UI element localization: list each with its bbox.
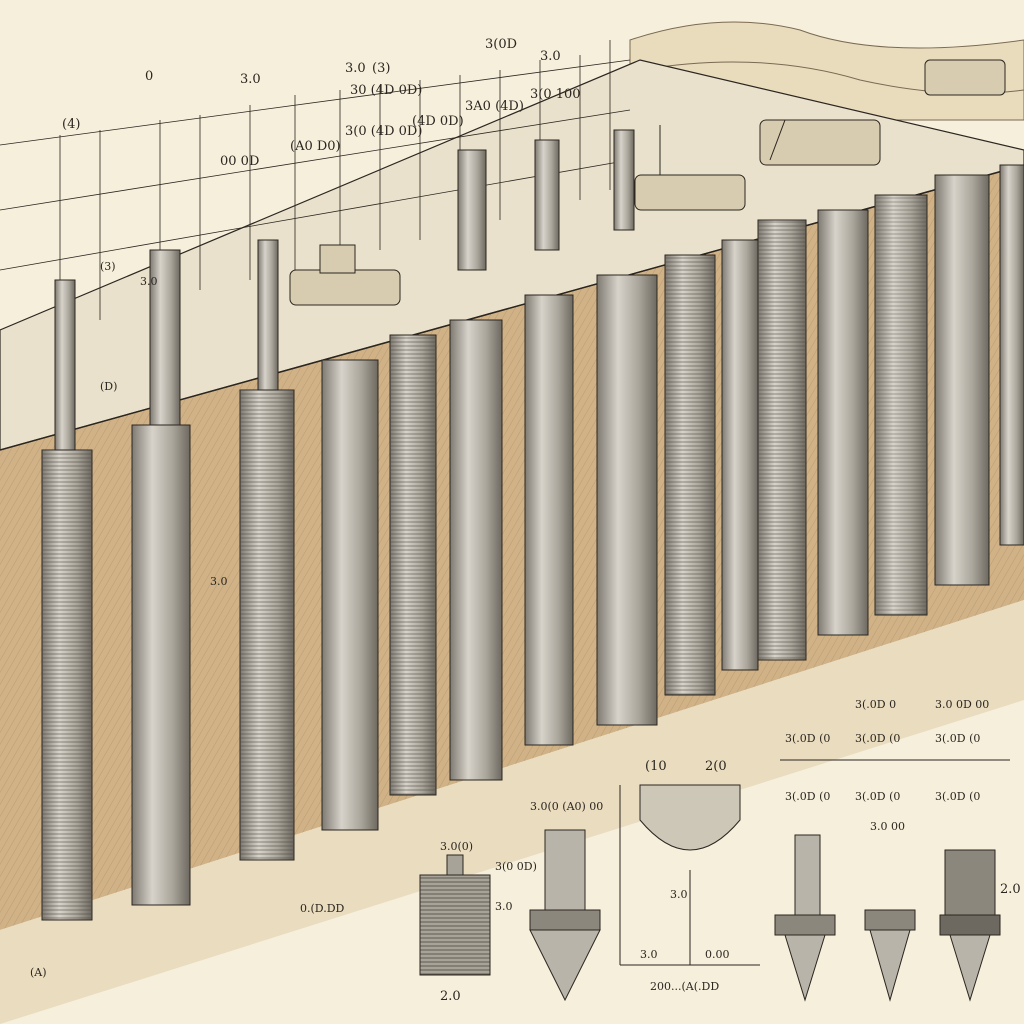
truck-1: [924, 59, 1006, 96]
label-detail-d-mid3: 3(.0D (0: [935, 790, 980, 803]
label-detail-b-top: 3.0(0 (A0) 00: [530, 800, 603, 813]
pile-10: [721, 239, 759, 671]
label-top-10: (A0 D0): [290, 139, 341, 154]
label-detail-b-mid-2: 3.0: [495, 900, 513, 913]
label-top-14: 3(0 100: [530, 87, 581, 102]
pile-3: [239, 239, 295, 861]
pile-14: [934, 174, 990, 586]
label-detail-d-mid1: 3(.0D (0: [785, 790, 830, 803]
label-detail-d-top2: 3(.0D (0: [855, 732, 900, 745]
detail-drawings: [419, 759, 1010, 1002]
pile-4: [321, 359, 379, 831]
label-detail-c-1: (10: [645, 759, 667, 774]
excavator-1: [289, 244, 401, 306]
pile-5: [389, 334, 437, 796]
pile-13: [874, 194, 928, 616]
label-top-12: (4D 0D): [412, 114, 464, 129]
detail-c: [619, 784, 760, 966]
label-detail-d-top1: 3(.0D (0: [785, 732, 830, 745]
label-detail-c-5: 0.00: [705, 948, 730, 961]
detail-d: [774, 759, 1010, 1002]
label-detail-d-r3: 3.0 00: [870, 820, 905, 833]
label-detail-c-6: 200...(A(.DD: [650, 980, 719, 993]
pile-1: [41, 279, 93, 921]
pile-15: [999, 164, 1024, 546]
pile-9: [664, 254, 716, 696]
excavator-2: [634, 125, 746, 211]
label-detail-b-mid-1: 3(0 0D): [495, 860, 537, 873]
construction-machines: [289, 59, 1006, 306]
label-top-13: 3.0: [540, 49, 561, 64]
label-ground-1: 0.(D.DD: [300, 902, 345, 915]
label-detail-d-mid2: 3(.0D (0: [855, 790, 900, 803]
label-top-9: 00 0D: [220, 154, 259, 169]
pile-8: [596, 129, 658, 726]
label-detail-a-top: 3.0(0): [440, 840, 473, 853]
label-detail-c-2: 2(0: [705, 759, 727, 774]
label-top-8: 3(0 (4D 0D): [345, 124, 422, 139]
crane-1: [759, 119, 881, 166]
label-left-1: 3.0: [210, 575, 228, 588]
dimension-grid: [0, 40, 631, 330]
label-detail-d-r1: 3(.0D 0: [855, 698, 896, 711]
label-detail-a-bottom: 2.0: [440, 989, 461, 1004]
label-ground-2: (A): [30, 966, 47, 979]
sketch-labels: (4) 0 3.0 3.0 (3) 30 (4D 0D) 3(0D 3(0 (4…: [30, 37, 1021, 1004]
pile-2: [131, 249, 191, 906]
label-detail-c-4: 3.0: [640, 948, 658, 961]
pile-11: [757, 219, 807, 661]
pile-12: [817, 209, 869, 636]
label-top-2: 0: [145, 69, 153, 84]
label-top-5: (3): [372, 61, 390, 76]
label-detail-c-3: 3.0: [670, 888, 688, 901]
label-slab-1: (D): [100, 380, 117, 393]
label-side-2: 3.0: [140, 275, 158, 288]
pile-7: [524, 139, 574, 746]
label-side-1: (3): [100, 260, 116, 273]
piles: [41, 129, 1024, 921]
label-top-11: 3A0 (4D): [465, 99, 524, 114]
label-detail-d-r2: 3.0 0D 00: [935, 698, 989, 711]
label-top-1: (4): [62, 117, 80, 132]
label-top-6: 30 (4D 0D): [350, 83, 422, 98]
label-top-7: 3(0D: [485, 37, 517, 52]
detail-a: [419, 854, 491, 976]
label-top-4: 3.0: [345, 61, 366, 76]
pile-6: [449, 149, 503, 781]
detail-b: [529, 829, 601, 1002]
label-detail-d-side: 2.0: [1000, 882, 1021, 897]
label-top-3: 3.0: [240, 72, 261, 87]
label-detail-d-top3: 3(.0D (0: [935, 732, 980, 745]
